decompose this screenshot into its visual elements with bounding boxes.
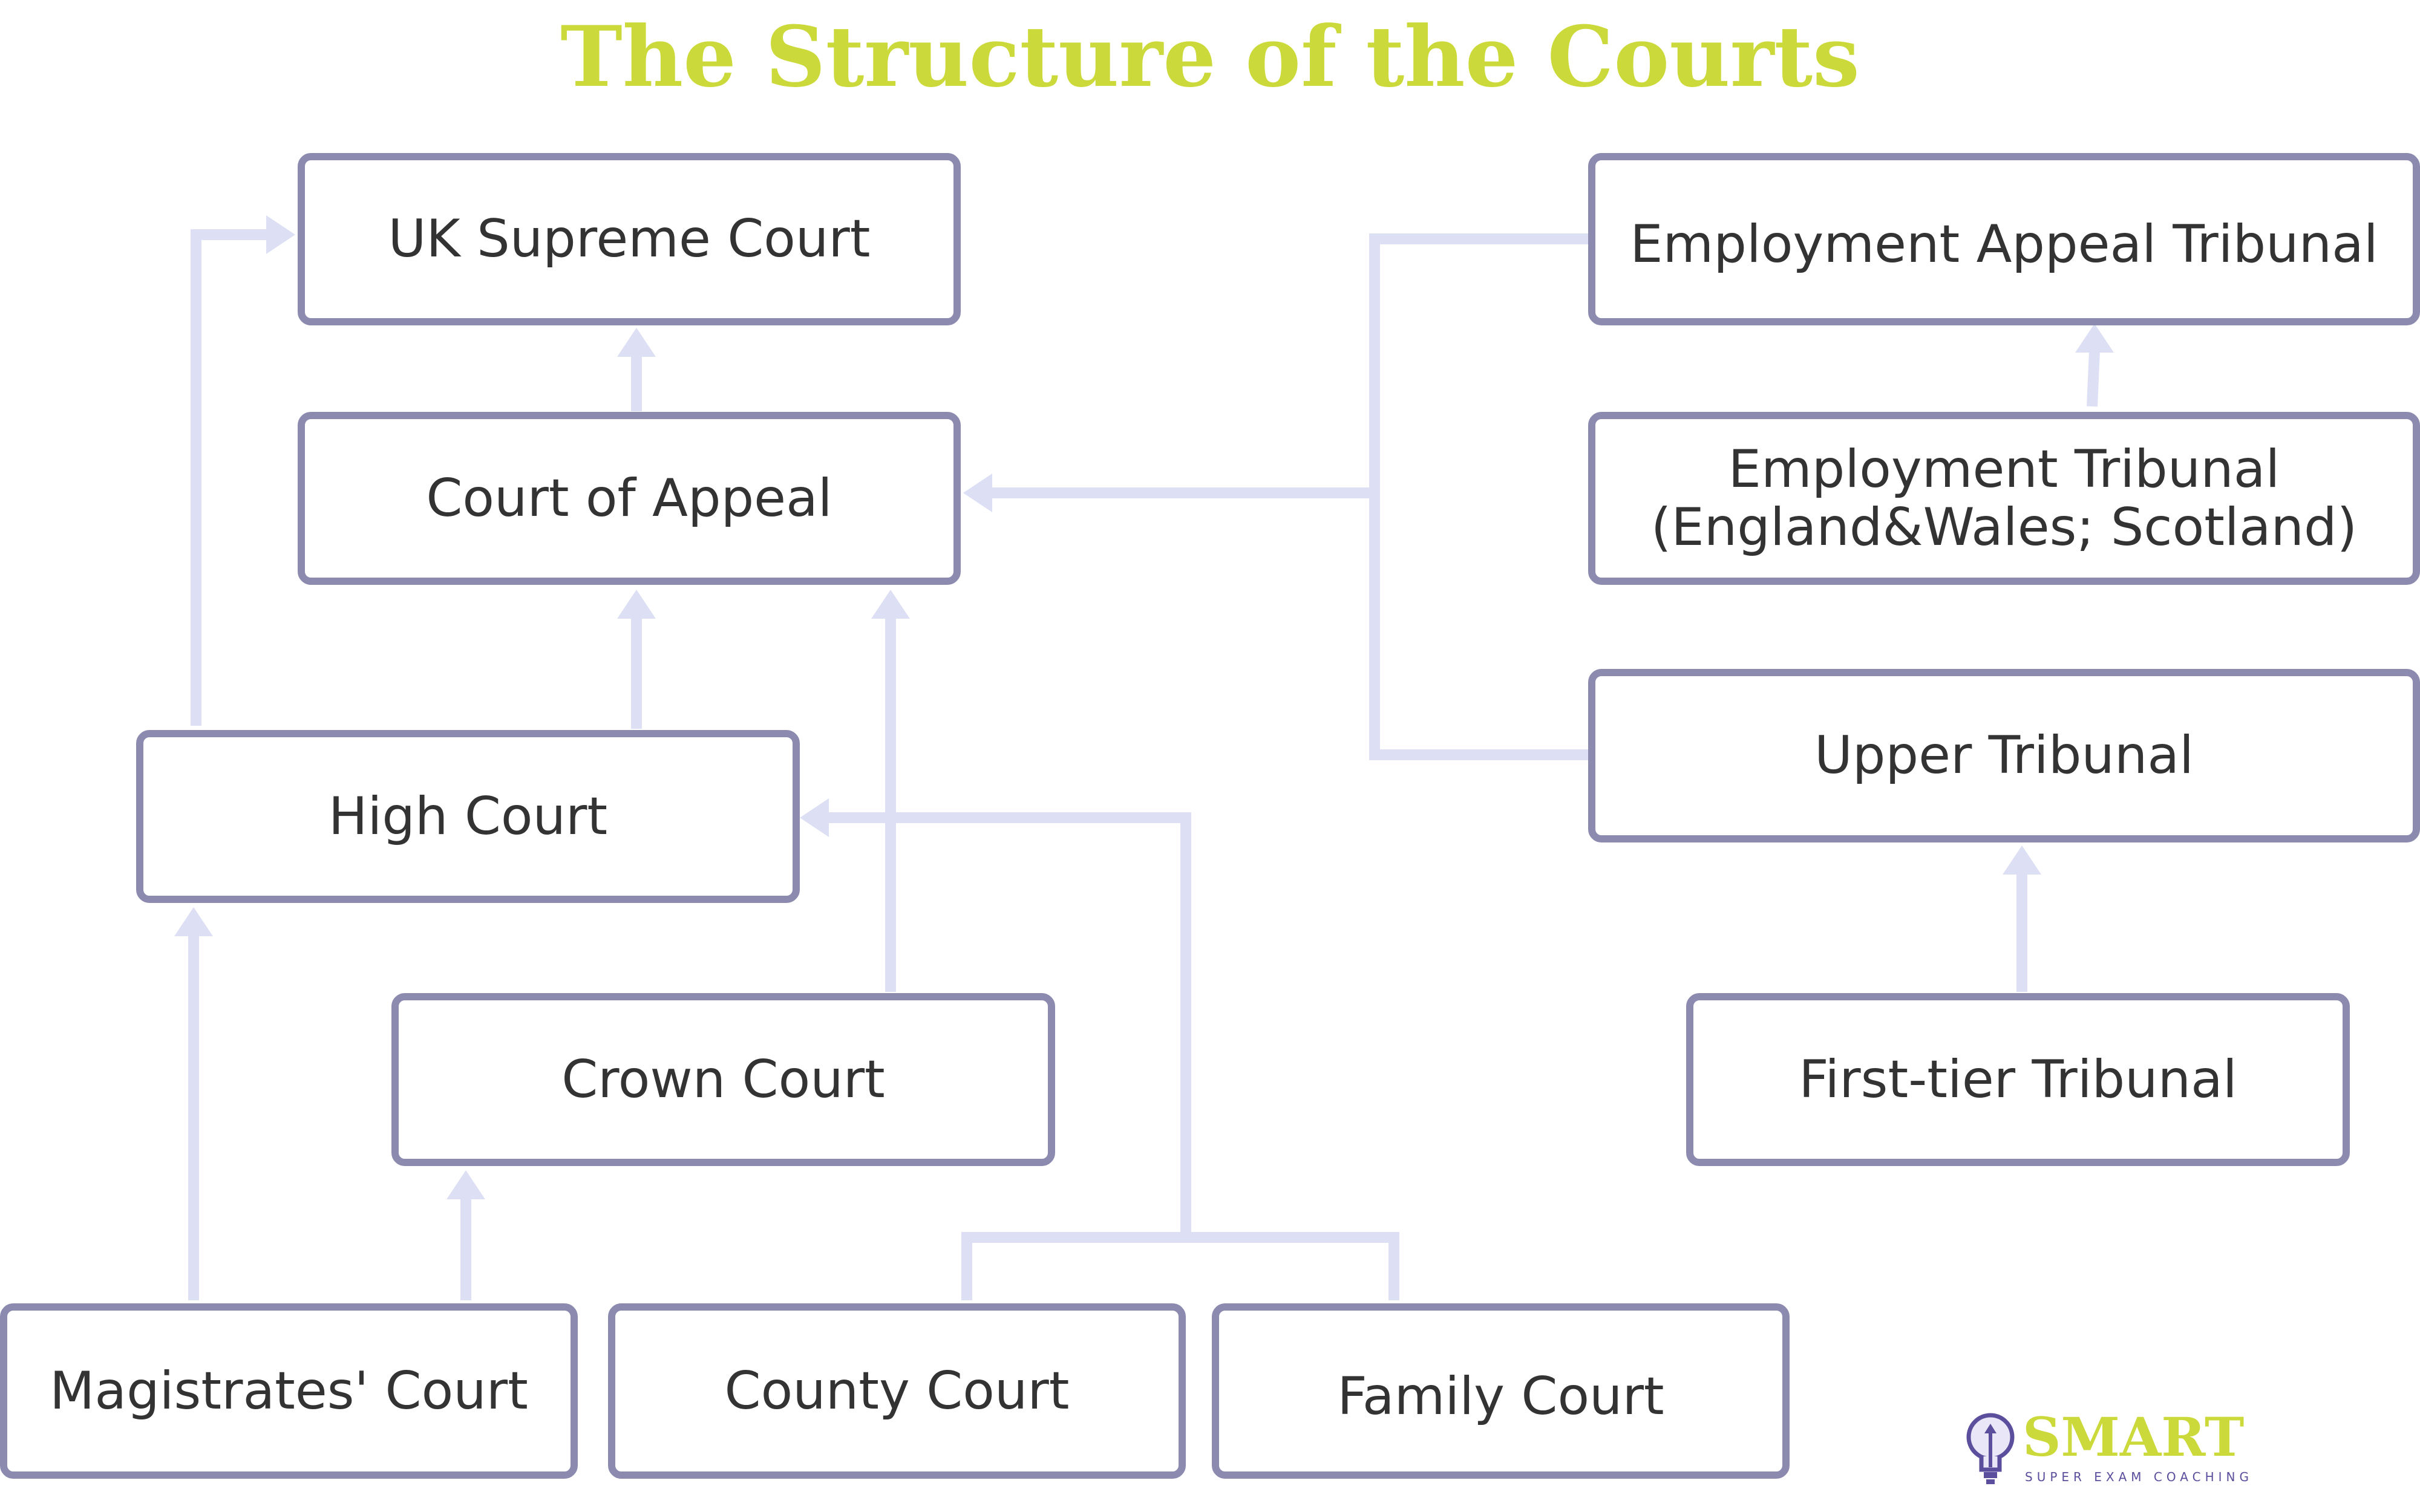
node-family-court: Family Court <box>1212 1303 1790 1479</box>
logo-tagline: SUPER EXAM COACHING <box>2025 1470 2253 1484</box>
arrowhead-supreme-bottom <box>617 328 656 357</box>
arrowhead-supreme-left <box>266 215 295 254</box>
node-label: High Court <box>328 786 608 847</box>
node-label: Magistrates' Court <box>50 1360 528 1421</box>
arrowhead-high-bottom <box>174 907 213 936</box>
node-court-of-appeal: Court of Appeal <box>298 412 961 585</box>
connector-county-family-to-high <box>961 1232 1399 1300</box>
node-magistrates-court: Magistrates' Court <box>0 1303 578 1479</box>
node-label: UK Supreme Court <box>388 209 871 270</box>
arrowhead-eat-bottom <box>2075 324 2114 353</box>
node-label: First-tier Tribunal <box>1799 1049 2237 1110</box>
node-uk-supreme-court: UK Supreme Court <box>298 153 961 325</box>
smart-logo: SMART SUPER EXAM COACHING <box>1963 1406 2249 1488</box>
logo-wordmark: SMART <box>2023 1406 2245 1468</box>
node-employment-tribunal: Employment Tribunal (England&Wales; Scot… <box>1588 412 2420 585</box>
node-label: Employment Appeal Tribunal <box>1630 214 2378 275</box>
node-label: Court of Appeal <box>426 468 832 529</box>
node-label-line1: Employment Tribunal <box>1728 438 2280 500</box>
lightbulb-icon <box>1966 1413 2015 1484</box>
node-label: Family Court <box>1337 1366 1664 1427</box>
node-label: County Court <box>724 1360 1070 1421</box>
node-upper-tribunal: Upper Tribunal <box>1588 669 2420 842</box>
arrowhead-crown-bottom <box>446 1170 485 1199</box>
node-label: Crown Court <box>561 1049 885 1110</box>
arrowhead-upper-bottom <box>2003 846 2041 875</box>
node-crown-court: Crown Court <box>391 993 1055 1166</box>
arrowhead-appeal-right <box>963 474 992 512</box>
node-employment-appeal-tribunal: Employment Appeal Tribunal <box>1588 153 2420 325</box>
connector-high-to-supreme <box>191 229 266 726</box>
node-county-court: County Court <box>608 1303 1186 1479</box>
node-label-line2: (England&Wales; Scotland) <box>1650 497 2358 558</box>
arrowhead-appeal-bottom-right <box>871 590 910 619</box>
node-first-tier-tribunal: First-tier Tribunal <box>1686 993 2350 1166</box>
connector-eat-upper-bracket <box>1369 233 1588 760</box>
arrowhead-high-right <box>800 798 829 837</box>
arrowhead-appeal-bottom-left <box>617 590 656 619</box>
node-high-court: High Court <box>136 730 800 903</box>
diagram-title: The Structure of the Courts <box>560 7 1860 106</box>
connector-et-to-eat <box>2087 350 2100 407</box>
node-label: Upper Tribunal <box>1814 725 2194 786</box>
connector-bracket-to-high <box>823 812 1191 1237</box>
